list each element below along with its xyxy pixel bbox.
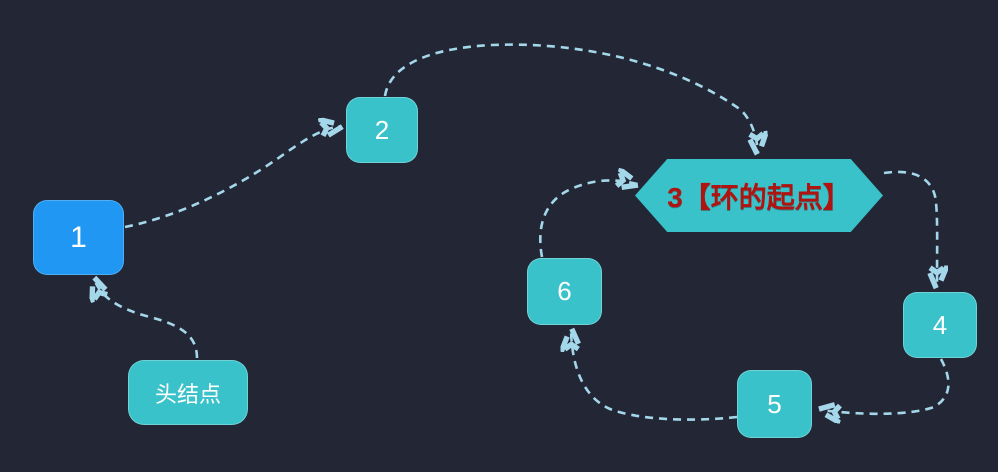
node-3-label: 3【环的起点】 bbox=[667, 181, 851, 213]
node-2-label: 2 bbox=[374, 114, 390, 145]
node-1-label: 1 bbox=[70, 220, 87, 254]
node-1[interactable]: 1 bbox=[33, 200, 124, 275]
edge-4-to-5 bbox=[820, 358, 950, 414]
node-5[interactable]: 5 bbox=[737, 370, 812, 438]
node-6[interactable]: 6 bbox=[527, 258, 602, 325]
edge-5-to-6 bbox=[571, 330, 738, 421]
edge-2-to-3 bbox=[383, 43, 758, 153]
node-4[interactable]: 4 bbox=[903, 292, 977, 358]
node-3-cycle-start[interactable]: 3【环的起点】 bbox=[635, 159, 883, 232]
edge-head-to-1 bbox=[94, 279, 199, 359]
node-4-label: 4 bbox=[932, 309, 948, 340]
edge-1-to-2 bbox=[124, 126, 341, 229]
node-5-label: 5 bbox=[767, 388, 782, 419]
edge-6-to-3 bbox=[539, 180, 637, 258]
node-head[interactable]: 头结点 bbox=[128, 360, 248, 425]
edge-3-to-4 bbox=[883, 170, 937, 287]
node-head-label: 头结点 bbox=[154, 381, 221, 407]
node-2[interactable]: 2 bbox=[346, 97, 418, 163]
node-6-label: 6 bbox=[557, 276, 572, 306]
